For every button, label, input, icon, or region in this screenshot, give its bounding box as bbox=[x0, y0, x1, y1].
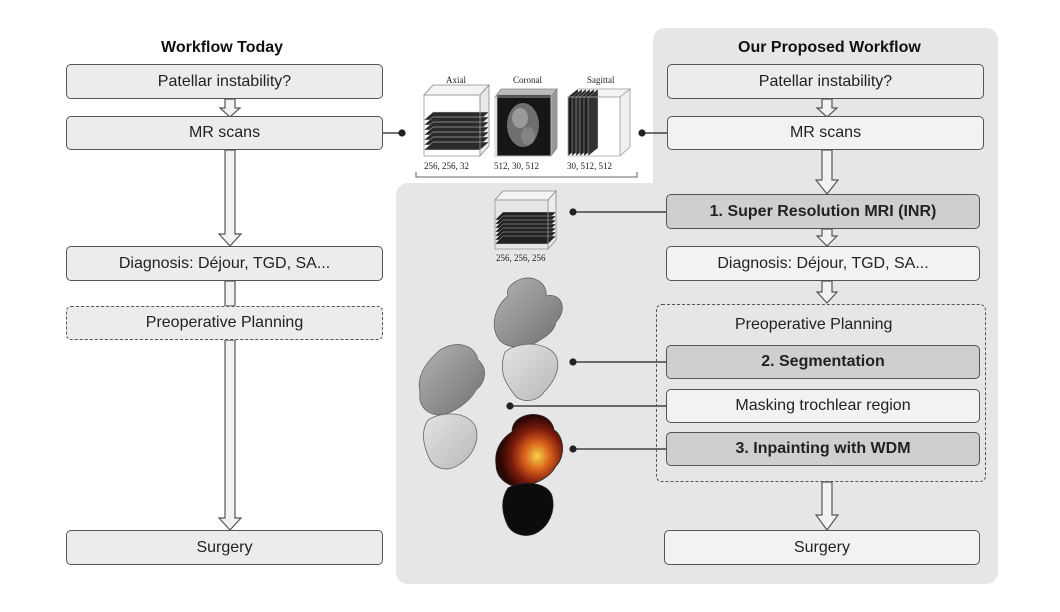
axial-label: Axial bbox=[446, 75, 466, 85]
connectors bbox=[383, 129, 667, 453]
planning-group-label: Preoperative Planning bbox=[735, 316, 893, 333]
left-line-diagnosis-to-planning bbox=[224, 280, 236, 307]
right-arrow-scans-to-sr bbox=[814, 149, 840, 195]
connector-dot-segmentation bbox=[569, 358, 577, 366]
left-step-surgery: Surgery bbox=[66, 530, 383, 565]
right-arrow-sr-to-diagnosis bbox=[815, 228, 839, 247]
volumes-brace bbox=[415, 172, 638, 178]
left-arrow-scans-to-diagnosis bbox=[217, 149, 243, 247]
right-arrow-question-to-scans bbox=[815, 98, 839, 118]
super-resolved-volume bbox=[494, 189, 557, 251]
right-arrow-diagnosis-to-planning bbox=[815, 280, 839, 304]
axial-dims: 256, 256, 32 bbox=[424, 161, 469, 171]
left-step-scans: MR scans bbox=[66, 116, 383, 150]
coronal-dims: 512, 30, 512 bbox=[494, 161, 539, 171]
left-workflow-title: Workflow Today bbox=[161, 39, 284, 56]
sagittal-label: Sagittal bbox=[587, 75, 615, 85]
connector-dot-sr-volume bbox=[569, 208, 577, 216]
segmented-bone bbox=[493, 277, 563, 401]
connector-dot-left-scans bbox=[398, 129, 406, 137]
right-step-segmentation: 2. Segmentation bbox=[666, 345, 980, 379]
super-resolved-dims: 256, 256, 256 bbox=[496, 253, 546, 263]
connector-dot-masking bbox=[506, 402, 514, 410]
coronal-label: Coronal bbox=[513, 75, 542, 85]
masked-bone bbox=[418, 344, 485, 470]
connector-dot-right-scans bbox=[638, 129, 646, 137]
right-step-super-resolution: 1. Super Resolution MRI (INR) bbox=[666, 194, 980, 229]
connector-dot-inpainting bbox=[569, 445, 577, 453]
left-arrow-planning-to-surgery bbox=[217, 339, 243, 531]
coronal-volume bbox=[494, 87, 558, 158]
right-step-diagnosis: Diagnosis: Déjour, TGD, SA... bbox=[666, 246, 980, 281]
right-step-inpainting: 3. Inpainting with WDM bbox=[666, 432, 980, 466]
right-arrows bbox=[814, 98, 840, 532]
right-step-masking: Masking trochlear region bbox=[666, 389, 980, 423]
right-workflow-title: Our Proposed Workflow bbox=[738, 39, 921, 56]
inpainted-bone bbox=[495, 414, 563, 536]
right-arrow-planning-to-surgery bbox=[814, 481, 840, 532]
right-step-surgery: Surgery bbox=[664, 530, 980, 565]
sagittal-volume bbox=[566, 88, 632, 157]
left-arrow-question-to-scans bbox=[218, 98, 242, 118]
right-step-scans: MR scans bbox=[667, 116, 984, 150]
left-step-planning: Preoperative Planning bbox=[66, 306, 383, 340]
preoperative-planning-group bbox=[656, 304, 986, 482]
sagittal-dims: 30, 512, 512 bbox=[567, 161, 612, 171]
left-step-diagnosis: Diagnosis: Déjour, TGD, SA... bbox=[66, 246, 383, 281]
left-arrows bbox=[217, 98, 243, 531]
left-step-question: Patellar instability? bbox=[66, 64, 383, 99]
right-step-question: Patellar instability? bbox=[667, 64, 984, 99]
axial-volume bbox=[423, 83, 490, 158]
